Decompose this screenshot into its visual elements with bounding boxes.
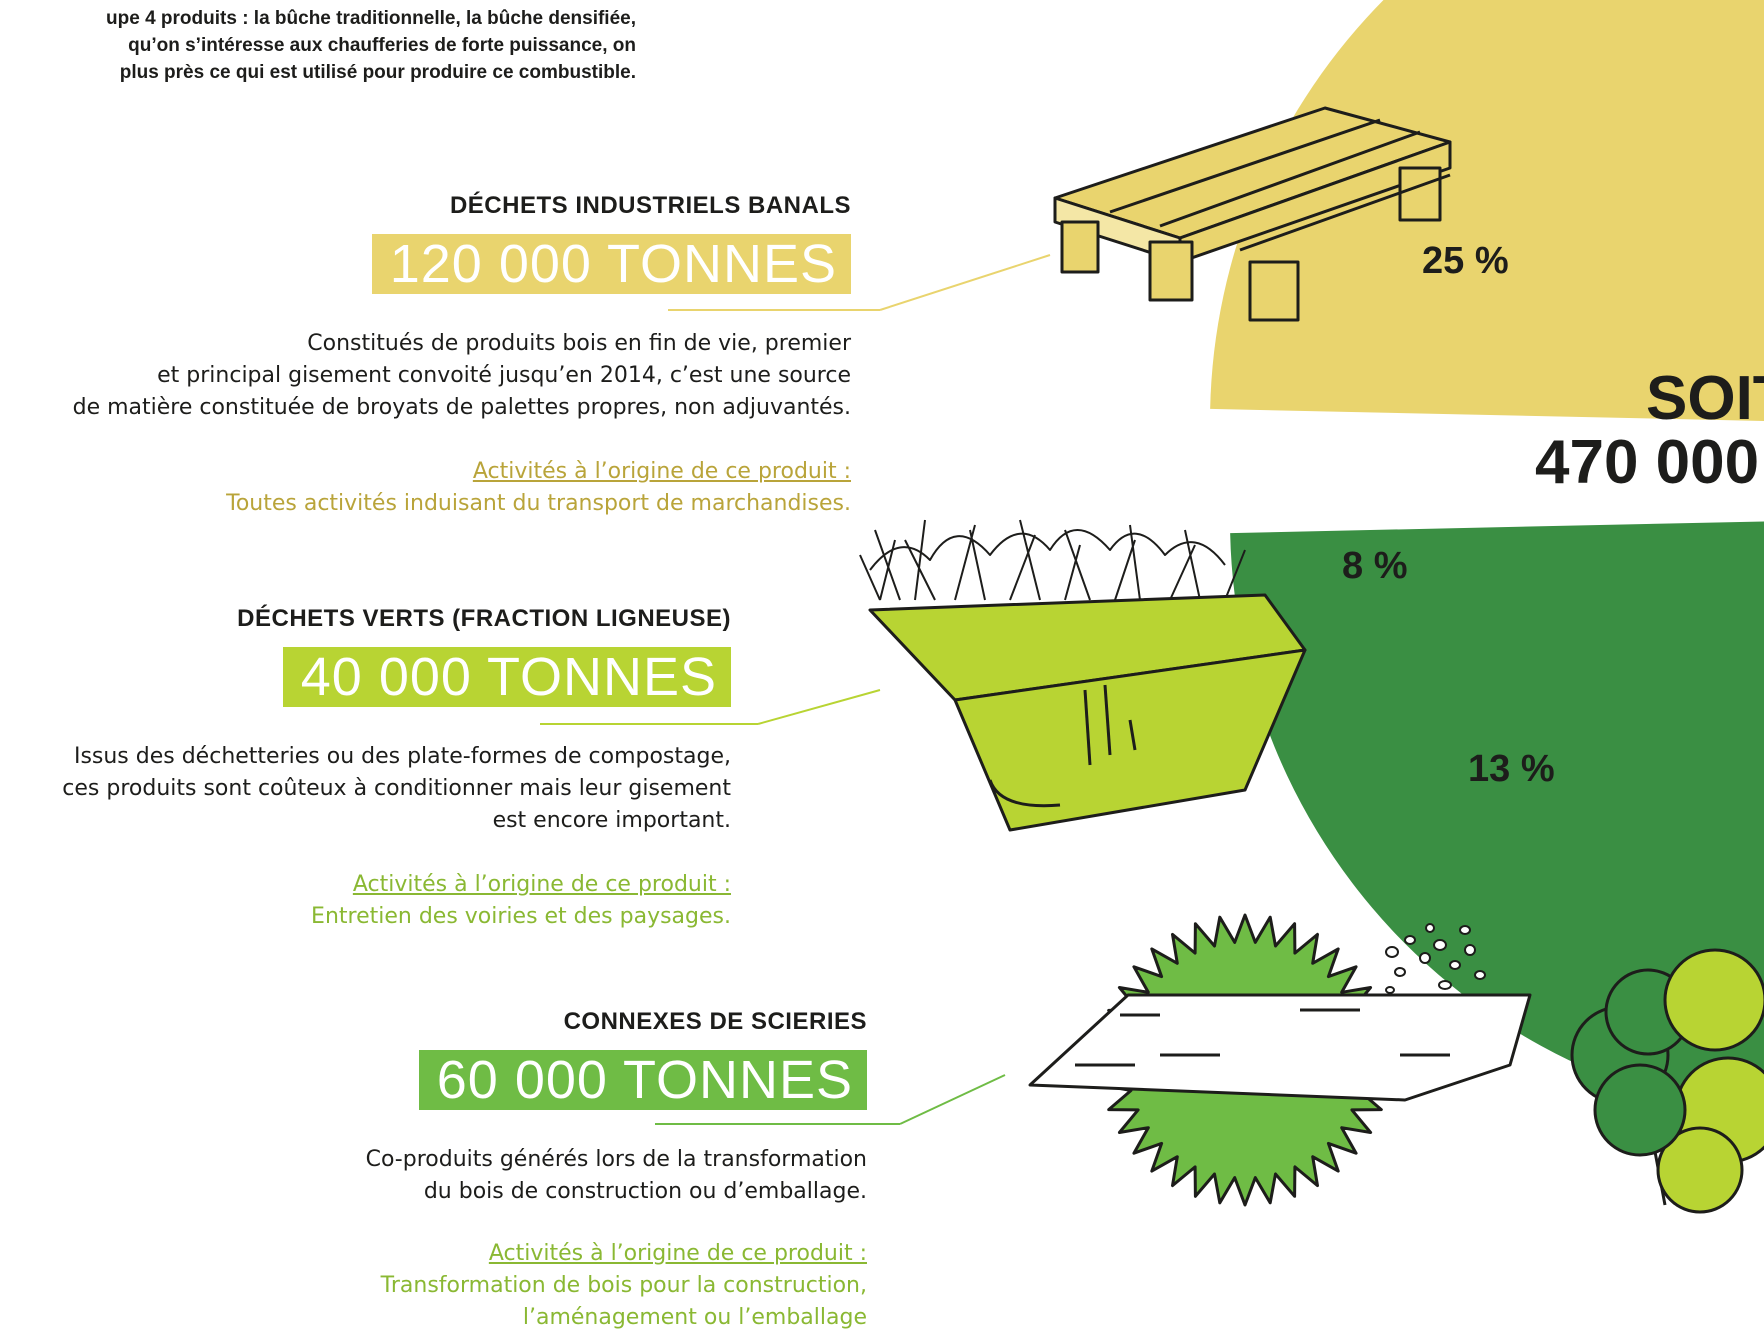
activity-text: l’aménagement ou l’emballage — [522, 1305, 867, 1330]
block-dechets-verts: DÉCHETS VERTS (FRACTION LIGNEUSE) 40 000… — [62, 605, 731, 933]
block-connexes-scieries: CONNEXES DE SCIERIES 60 000 TONNES Co-pr… — [366, 1008, 867, 1334]
intro-line-1: upe 4 produits : la bûche traditionnelle… — [106, 8, 636, 29]
description-line: de matière constituée de broyats de pale… — [72, 395, 851, 420]
block-description: Issus des déchetteries ou des plate-form… — [62, 741, 731, 837]
activity-text: Transformation de bois pour la construct… — [380, 1273, 867, 1298]
leader-line-scieries — [899, 1074, 1006, 1125]
description-line: Co-produits générés lors de la transform… — [365, 1147, 867, 1172]
block-title: CONNEXES DE SCIERIES — [563, 1008, 867, 1035]
description-line: ces produits sont coûteux à conditionner… — [62, 776, 731, 801]
trees-icon — [1570, 948, 1764, 1214]
activity-heading: Activités à l’origine de ce produit : — [472, 459, 851, 484]
skip-container-icon — [859, 519, 1307, 832]
leader-line-verts — [757, 689, 881, 725]
block-title: DÉCHETS INDUSTRIELS BANALS — [449, 192, 851, 219]
block-title: DÉCHETS VERTS (FRACTION LIGNEUSE) — [237, 605, 731, 632]
block-description: Co-produits générés lors de la transform… — [366, 1144, 867, 1208]
activity-text: Entretien des voiries et des paysages. — [311, 904, 731, 929]
block-dechets-industriels: DÉCHETS INDUSTRIELS BANALS 120 000 TONNE… — [73, 192, 851, 520]
intro-line-2: qu’on s’intéresse aux chaufferies de for… — [128, 35, 636, 56]
leader-line-banals — [879, 254, 1051, 311]
description-line: Issus des déchetteries ou des plate-form… — [73, 744, 731, 769]
intro-paragraph: upe 4 produits : la bûche traditionnelle… — [0, 5, 636, 86]
block-description: Constitués de produits bois en fin de vi… — [73, 328, 851, 424]
description-line: est encore important. — [492, 808, 731, 833]
tonnage-badge: 120 000 TONNES — [371, 234, 851, 294]
pie-slice-3 — [1230, 521, 1764, 1117]
total-value: 470 000 — [1535, 428, 1760, 497]
activity-heading: Activités à l’origine de ce produit : — [488, 1241, 867, 1266]
slice-label-8: 8 % — [1342, 545, 1408, 587]
activity-heading: Activités à l’origine de ce produit : — [352, 872, 731, 897]
pallet-icon — [1053, 106, 1452, 322]
intro-line-3: plus près ce qui est utilisé pour produi… — [119, 62, 636, 83]
description-line: et principal gisement convoité jusqu’en … — [157, 363, 851, 388]
total-soit: SOIT — [1646, 364, 1764, 433]
slice-label-13: 13 % — [1468, 748, 1555, 790]
description-line: du bois de construction ou d’emballage. — [423, 1179, 867, 1204]
tonnage-badge: 60 000 TONNES — [418, 1050, 867, 1110]
saw-blade-icon — [1028, 913, 1532, 1207]
tonnage-badge: 40 000 TONNES — [282, 647, 731, 707]
activity-text: Toutes activités induisant du transport … — [226, 491, 851, 516]
pie-slice-0 — [1210, 0, 1764, 421]
description-line: Constitués de produits bois en fin de vi… — [307, 331, 851, 356]
slice-label-25: 25 % — [1422, 240, 1509, 282]
